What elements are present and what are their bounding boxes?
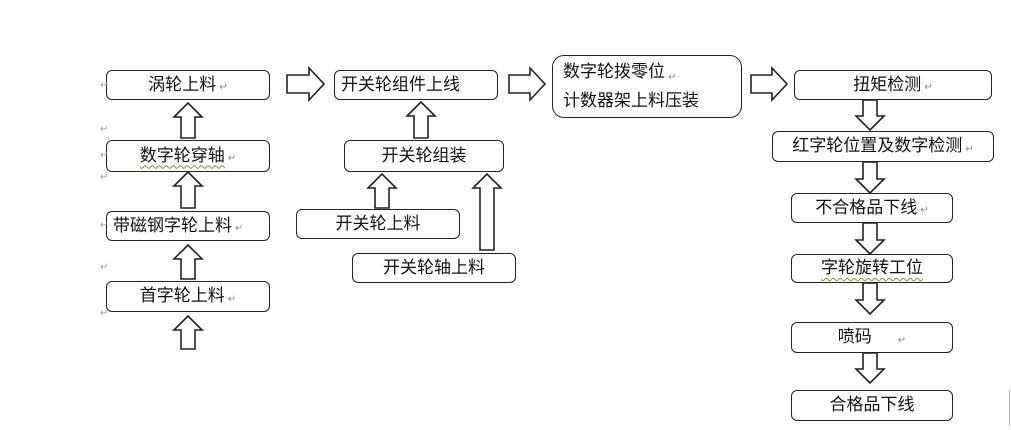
return-mark: ↵ (924, 82, 933, 93)
up-arrow (172, 314, 204, 350)
node-shuzilun-boling: 数字轮拨零位↵ 计数器架上料压装 (552, 55, 742, 118)
return-mark: ↵ (965, 143, 974, 155)
node-label: 开关轮上料 (335, 213, 421, 234)
node-label: 带磁钢字轮上料 (113, 215, 232, 236)
up-arrow (471, 172, 503, 251)
node-label: 合格品下线 (829, 395, 915, 415)
up-arrow (172, 170, 204, 209)
return-mark: ↵ (920, 205, 929, 216)
node-label: 喷码 (837, 327, 872, 347)
node-buhege: 不合格品下线 ↵ (791, 193, 953, 223)
return-mark: ↵ (100, 262, 109, 273)
node-kaiguanlun-zujian: 开关轮组件上线 (334, 70, 498, 100)
node-kaiguanlunzhou: 开关轮轴上料 (352, 253, 516, 283)
return-mark: ↵ (897, 334, 907, 346)
return-mark: ↵ (100, 124, 109, 135)
node-niuju: 扭矩检测 ↵ (794, 70, 992, 100)
node-label: 数字轮穿轴 (139, 145, 225, 166)
right-arrow (286, 65, 326, 103)
right-arrow (508, 65, 547, 103)
return-mark: ↵ (227, 293, 237, 305)
node-label: 扭矩检测 (853, 74, 922, 95)
return-mark: ↵ (235, 223, 244, 234)
return-mark: ↵ (100, 80, 109, 91)
return-mark: ↵ (100, 150, 109, 161)
return-mark: ↵ (227, 153, 237, 164)
down-arrow (854, 282, 886, 316)
node-label: 涡轮上料 (148, 74, 217, 95)
up-arrow (172, 101, 204, 139)
node-cigang: 带磁钢字轮上料 ↵ (106, 211, 270, 241)
node-label: 开关轮轴上料 (383, 257, 485, 278)
node-shouzilun: 首字轮上料 ↵ (106, 281, 270, 312)
return-mark: ↵ (668, 71, 677, 83)
node-hege: 合格品下线 (791, 390, 953, 421)
node-shuzilun-chuanzhou: 数字轮穿轴 ↵ (106, 140, 270, 172)
node-label: 字轮旋转工位 (821, 258, 923, 278)
node-zilun-xuanzhuan: 字轮旋转工位 (791, 254, 953, 283)
node-label: 开关轮组装 (381, 145, 467, 166)
return-mark: ↵ (219, 82, 228, 93)
node-kaiguanlun-shangliao: 开关轮上料 (296, 209, 460, 239)
node-label-line-2: 计数器架上料压装 (563, 90, 699, 111)
node-label: 开关轮组件上线 (341, 74, 460, 95)
node-kaiguanlun-zuzhuang: 开关轮组装 (344, 140, 504, 172)
return-mark: ↵ (100, 308, 109, 319)
node-penma: 喷码 ↵ (791, 322, 953, 353)
down-arrow (854, 352, 886, 385)
page-edge-line (1009, 390, 1010, 426)
return-mark: ↵ (100, 172, 109, 183)
up-arrow (405, 100, 437, 139)
node-label-line-1: 数字轮拨零位↵ (563, 61, 677, 83)
up-arrow (172, 243, 204, 280)
node-woolun: 涡轮上料 ↵ (106, 70, 270, 100)
return-mark: ↵ (100, 220, 109, 231)
down-arrow (854, 222, 886, 256)
down-arrow (854, 161, 886, 195)
up-arrow (366, 172, 398, 209)
right-arrow (750, 65, 789, 103)
down-arrow (854, 99, 886, 132)
node-label: 不合格品下线 (815, 197, 918, 218)
node-label: 红字轮位置及数字检测 (792, 136, 963, 156)
node-hongzilun: 红字轮位置及数字检测 ↵ (772, 131, 994, 162)
node-label: 首字轮上料 (139, 286, 225, 306)
